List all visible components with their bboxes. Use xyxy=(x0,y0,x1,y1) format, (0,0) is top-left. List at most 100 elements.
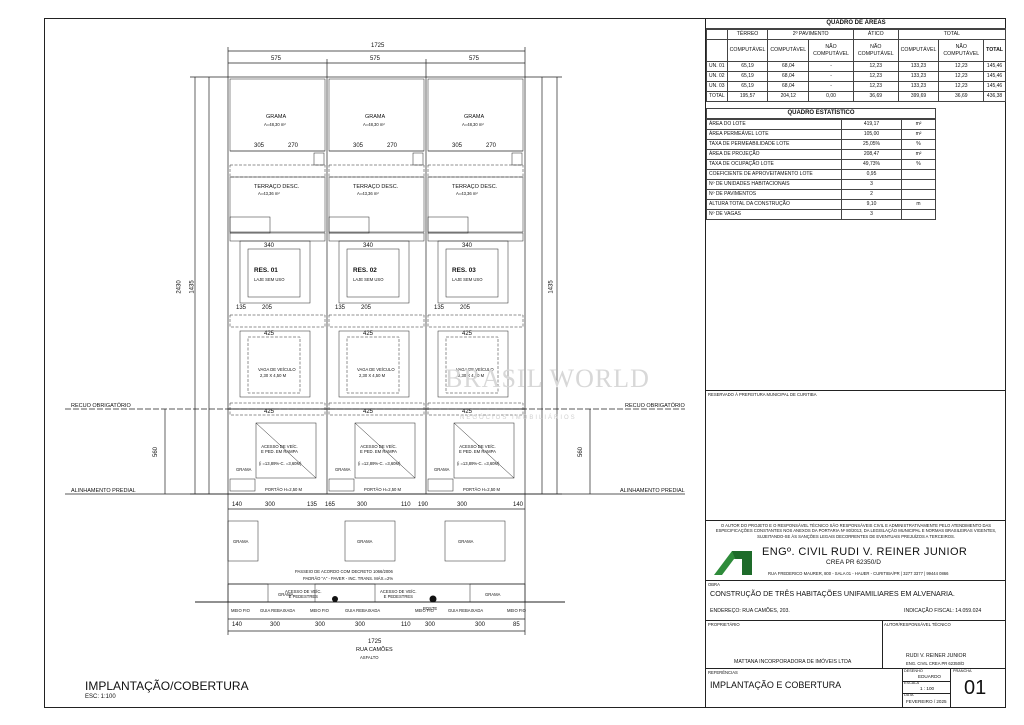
area-cell: 195,57 xyxy=(726,91,769,102)
area-row-label: TOTAL xyxy=(706,91,728,102)
dim-bottom-total: 1725 xyxy=(368,639,382,645)
plan-line xyxy=(453,422,515,479)
dim-label: 340 xyxy=(264,243,275,249)
firm-logo-icon xyxy=(714,551,752,575)
plan-element xyxy=(328,176,425,233)
area-row-label: UN. 02 xyxy=(706,71,728,82)
plan-element xyxy=(229,402,326,416)
group-terreo: TÉRREO xyxy=(726,29,769,40)
front-grama-label: GRAMA xyxy=(458,539,474,544)
dim-top-3: 575 xyxy=(469,56,480,62)
watermark-sub: NEGÓCIOS IMOBILIÁRIOS xyxy=(460,415,577,421)
bottom-dim: 190 xyxy=(418,502,429,508)
res-label: RES. 03 xyxy=(452,267,476,274)
dim-label: 305 xyxy=(452,143,463,149)
plan-element xyxy=(255,422,317,479)
endereco: ENDEREÇO: RUA CAMÕES, 203. xyxy=(710,608,790,614)
terraco-label: TERRAÇO DESC. xyxy=(353,184,399,190)
dim-label: 205 xyxy=(262,305,273,311)
padrao-note: PADRÃO "A" - PAVER - INC. TRANS. MÁX.=2% xyxy=(303,576,394,581)
stat-unit: m xyxy=(901,199,936,210)
bottom-dim: 85 xyxy=(513,622,520,628)
quadro-estatistico-title: QUADRO ESTATÍSTICO xyxy=(706,108,936,119)
plan-element xyxy=(445,248,499,298)
stat-label: Nº DE PAVIMENTOS xyxy=(706,189,842,200)
dim-label: 135 xyxy=(236,305,247,311)
plan-element xyxy=(229,478,256,492)
group-2pav: 2º PAVIMENTO xyxy=(767,29,854,40)
plan-element xyxy=(229,314,326,328)
area-cell: - xyxy=(808,71,854,82)
bottom-dim: 300 xyxy=(355,622,366,628)
col-header: COMPUTÁVEL xyxy=(767,39,810,62)
bottom-dim: 300 xyxy=(315,622,326,628)
vaga-dim: 2,30 X 4,50 M xyxy=(260,373,287,378)
data: FEVEREIRO / 2025 xyxy=(906,699,947,704)
plan-element xyxy=(229,176,326,233)
dim-label: 135 xyxy=(335,305,346,311)
plan-element xyxy=(412,152,424,166)
bottom-dim: 140 xyxy=(232,622,243,628)
plan-line xyxy=(255,422,317,479)
stat-value: 9,10 xyxy=(841,199,902,210)
drawing-title: IMPLANTAÇÃO/COBERTURA xyxy=(85,679,249,693)
plan-element xyxy=(328,164,425,178)
street-name: RUA CAMÕES xyxy=(356,647,393,653)
prancha-number: 01 xyxy=(964,677,987,699)
area-cell: 399,69 xyxy=(897,91,940,102)
dim-right-total: 1435 xyxy=(548,280,555,294)
col-header: NÃO COMPUTÁVEL xyxy=(938,39,985,62)
area-cell: - xyxy=(808,61,854,72)
bottom-dim: 110 xyxy=(401,622,411,628)
curb-label: MEIO FIO xyxy=(415,608,434,613)
grama-label: GRAMA xyxy=(464,114,485,120)
acesso-incline: (i =13,89%-C. =3,60M) xyxy=(259,461,302,466)
stat-value: 3 xyxy=(841,209,902,220)
grama-label: GRAMA xyxy=(266,114,287,120)
area-row-label: UN. 03 xyxy=(706,81,728,92)
referencias-label: REFERÊNCIAS xyxy=(708,670,738,675)
firm-box: O AUTOR DO PROJETO E O RESPONSÁVEL TÉCNI… xyxy=(706,520,1006,580)
escala-label: ESCALA xyxy=(904,681,919,685)
site-plan: 1725 575 575 575 2430 1435 1435 560 560 … xyxy=(45,19,705,707)
curb-label: MEIO FIO xyxy=(507,608,526,613)
stat-unit: % xyxy=(901,159,936,170)
dim-left-sub: 1435 xyxy=(189,280,196,294)
obra-text: CONSTRUÇÃO DE TRÊS HABITAÇÕES UNIFAMILIA… xyxy=(710,589,955,598)
col-header: NÃO COMPUTÁVEL xyxy=(852,39,899,62)
front-access-label: ACESSO DE VEÍC. E PEDESTRES xyxy=(285,589,322,599)
area-cell: 65,19 xyxy=(726,61,769,72)
area-cell: 133,23 xyxy=(897,61,940,72)
dim-label: 305 xyxy=(254,143,265,149)
drawing-scale: ESC: 1:100 xyxy=(85,694,116,700)
bottom-dim: 300 xyxy=(425,622,436,628)
group-total: TOTAL xyxy=(897,29,1007,40)
portao-label: PORTÃO H=2,50 M xyxy=(463,487,501,492)
plan-element xyxy=(229,164,326,178)
obra-box: OBRA CONSTRUÇÃO DE TRÊS HABITAÇÕES UNIFA… xyxy=(706,580,1006,620)
curb-label: MEIO FIO xyxy=(231,608,250,613)
area-cell: 133,23 xyxy=(897,71,940,82)
laje-label: LAJE SEM USO xyxy=(452,277,483,282)
col-header: TOTAL xyxy=(983,39,1006,62)
plan-element xyxy=(453,422,515,479)
grama-label: GRAMA xyxy=(365,114,386,120)
bottom-dim: 300 xyxy=(265,502,276,508)
curb-label: GUIA REBAIXADA xyxy=(448,608,484,613)
dim-label: 340 xyxy=(363,243,374,249)
stat-unit xyxy=(901,189,936,200)
plan-element xyxy=(354,422,416,479)
autor-crea: ENG. CIVIL CREA PR 62350/D xyxy=(906,661,965,666)
stat-value: 3 xyxy=(841,179,902,190)
area-cell: 145,46 xyxy=(983,81,1006,92)
acesso-label: ACESSO DE VEÍC. E PED. EM RAMPA xyxy=(360,444,397,454)
recuo-right: RECUO OBRIGATÓRIO xyxy=(625,403,685,409)
